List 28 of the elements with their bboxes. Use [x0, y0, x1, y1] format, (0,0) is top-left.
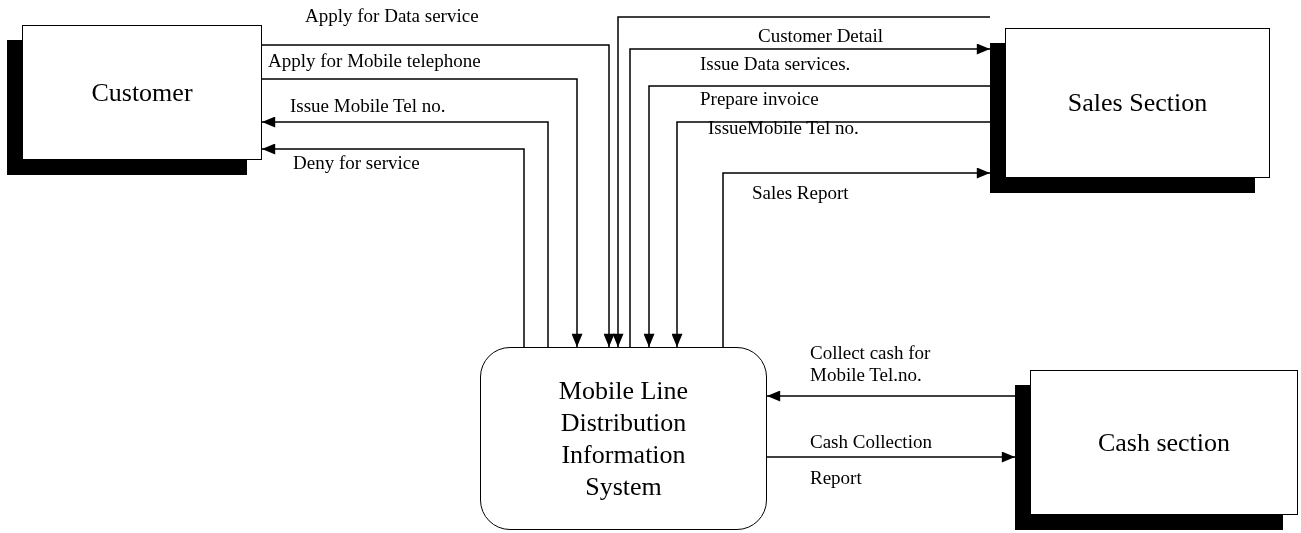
edge-label: Issue Mobile Tel no.	[290, 95, 446, 117]
arrow	[766, 451, 1016, 463]
node-label: Customer	[91, 76, 193, 109]
node-label: Cash section	[1097, 426, 1231, 459]
arrow	[722, 167, 991, 348]
arrow	[671, 121, 991, 348]
arrow	[261, 44, 615, 348]
edge-label: Apply for Data service	[305, 5, 479, 27]
edge-label: Cash Collection Report	[810, 430, 933, 490]
edge-label: Issue Data services.	[700, 53, 851, 75]
arrow	[643, 85, 991, 348]
edge-label: Prepare invoice	[700, 88, 819, 110]
arrow	[261, 143, 525, 348]
edge-label: Apply for Mobile telephone	[268, 50, 481, 72]
edge-label: Deny for service	[293, 152, 420, 174]
edge-label: Sales Report	[752, 182, 849, 204]
edge-label: Collect cash for Mobile Tel.no.	[810, 342, 932, 386]
arrow	[261, 116, 549, 348]
entity-box	[1030, 370, 1298, 515]
edge-label: Customer Detail	[758, 25, 884, 47]
process-box	[480, 347, 767, 530]
entity-box	[22, 25, 262, 160]
arrow	[766, 390, 1016, 402]
node-label: Sales Section	[1067, 87, 1208, 119]
node-label: Mobile Line Distribution Information System	[557, 374, 690, 503]
entity-box	[1005, 28, 1270, 178]
arrow	[261, 78, 583, 348]
flow-label: IssueMobile Tel no.	[708, 117, 859, 139]
